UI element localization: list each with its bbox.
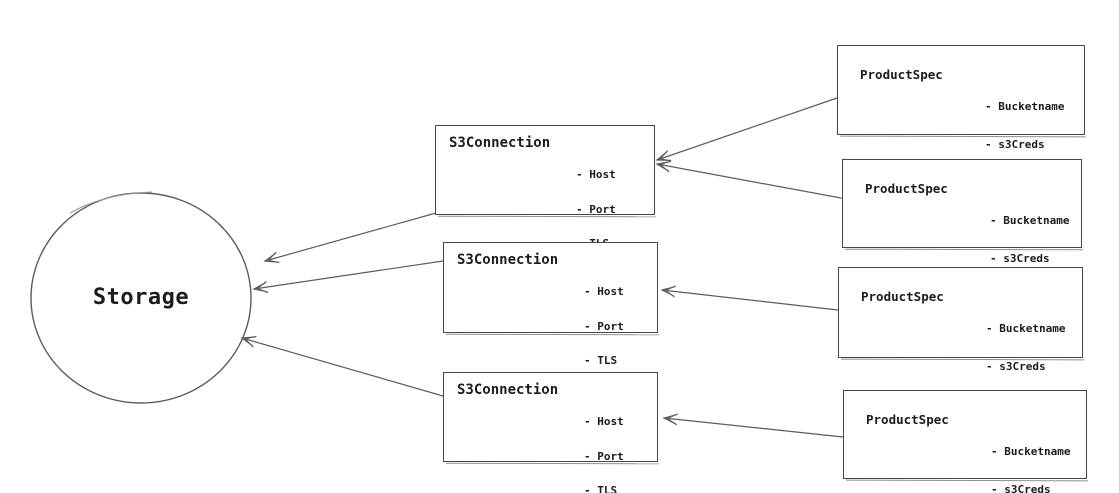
attribute-bucketname: - Bucketname xyxy=(990,214,1070,227)
storage-circle-sketch-stroke xyxy=(69,191,153,214)
s3connection-attributes: - Host - Port - TLS xyxy=(584,263,624,390)
productspec-node-1[interactable]: ProductSpec - Bucketname - s3Creds xyxy=(837,45,1085,150)
attribute-tls: - TLS xyxy=(584,354,618,367)
productspec-attributes: - Bucketname - s3Creds xyxy=(991,421,1070,493)
attribute-s3creds: - s3Creds xyxy=(990,251,1050,265)
attribute-port: - Port xyxy=(584,319,624,333)
productspec-title: ProductSpec xyxy=(860,67,943,82)
s3connection-title: S3Connection xyxy=(449,135,551,151)
productspec-attributes: - Bucketname - s3Creds xyxy=(990,190,1069,290)
edge-s3connection-1-to-storage xyxy=(263,212,437,264)
productspec-title: ProductSpec xyxy=(865,181,948,196)
attribute-port: - Port xyxy=(576,202,616,216)
attribute-bucketname: - Bucketname xyxy=(991,445,1071,458)
attribute-s3creds: - s3Creds xyxy=(986,359,1046,373)
s3connection-title: S3Connection xyxy=(457,382,559,398)
productspec-attributes: - Bucketname - s3Creds xyxy=(985,76,1064,176)
edge-s3connection-3-to-storage xyxy=(240,335,444,397)
attribute-bucketname: - Bucketname xyxy=(985,100,1065,113)
productspec-node-3[interactable]: ProductSpec - Bucketname - s3Creds xyxy=(838,267,1083,372)
attribute-host: - Host xyxy=(576,168,616,181)
attribute-s3creds: - s3Creds xyxy=(991,482,1051,493)
edge-productspec-3-to-s3connection-2 xyxy=(660,285,839,311)
attribute-host: - Host xyxy=(584,415,624,428)
attribute-host: - Host xyxy=(584,285,624,298)
edge-productspec-2-to-s3connection-1 xyxy=(655,160,842,199)
attribute-s3creds: - s3Creds xyxy=(985,137,1045,151)
s3connection-title: S3Connection xyxy=(457,252,559,268)
edge-productspec-1-to-s3connection-1 xyxy=(655,97,838,162)
s3connection-node-1[interactable]: S3Connection - Host - Port - TLS xyxy=(435,125,655,249)
s3connection-node-2[interactable]: S3Connection - Host - Port - TLS xyxy=(443,242,658,366)
productspec-attributes: - Bucketname - s3Creds xyxy=(986,298,1065,398)
productspec-node-2[interactable]: ProductSpec - Bucketname - s3Creds xyxy=(842,159,1082,264)
s3connection-attributes: - Host - Port - TLS xyxy=(584,393,624,493)
attribute-port: - Port xyxy=(584,449,624,463)
productspec-title: ProductSpec xyxy=(866,412,949,427)
attribute-tls: - TLS xyxy=(584,484,618,493)
storage-circle[interactable] xyxy=(30,192,252,404)
attribute-bucketname: - Bucketname xyxy=(986,322,1066,335)
edge-s3connection-2-to-storage xyxy=(252,260,444,293)
edge-productspec-4-to-s3connection-3 xyxy=(662,413,844,438)
productspec-title: ProductSpec xyxy=(861,289,944,304)
productspec-node-4[interactable]: ProductSpec - Bucketname - s3Creds xyxy=(843,390,1087,493)
s3connection-node-3[interactable]: S3Connection - Host - Port - TLS xyxy=(443,372,658,493)
